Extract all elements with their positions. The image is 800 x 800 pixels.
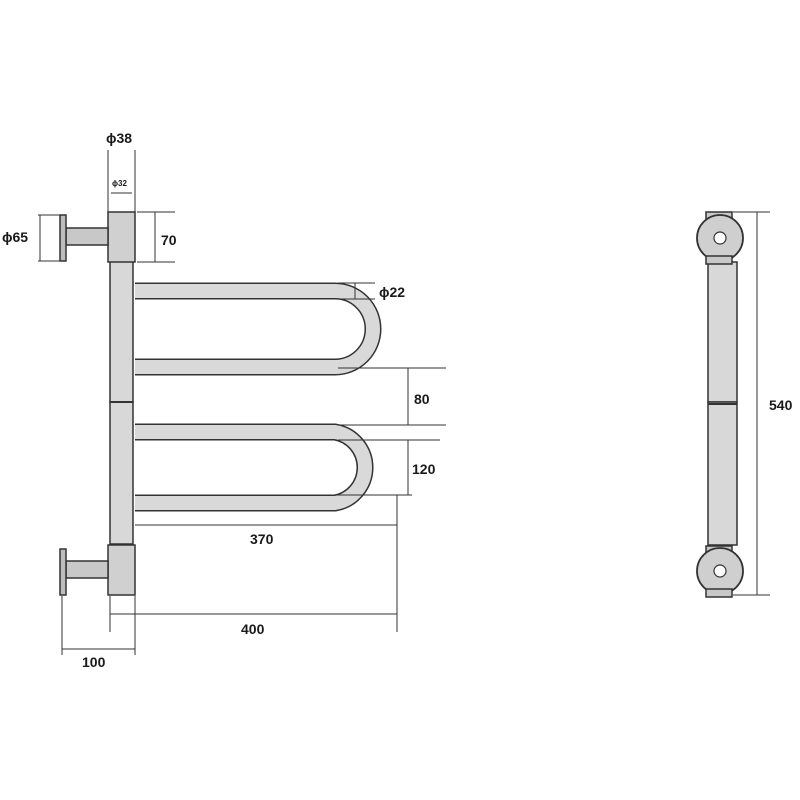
dim-wall-offset [61, 596, 136, 655]
vertical-tube [109, 259, 134, 545]
dim-rail-length [135, 495, 398, 632]
collar-height-label: 70 [161, 232, 177, 248]
dim-rail-diameter [338, 282, 375, 300]
upper-u-rail [135, 282, 382, 376]
dim-rail-gap [338, 367, 446, 426]
dim-overall-width [109, 596, 397, 632]
dim-flange-diameter [38, 214, 62, 262]
rail-gap-label: 80 [414, 391, 430, 407]
overall-width-label: 400 [241, 621, 265, 637]
top-collar [107, 211, 136, 263]
top-wall-bracket [59, 214, 109, 262]
dim-collar-height [137, 211, 175, 263]
tube-outer-diameter-label: ϕ38 [106, 130, 132, 146]
lower-u-rail [135, 423, 374, 512]
side-view-top-flange [696, 211, 744, 265]
flange-diameter-label: ϕ65 [2, 229, 28, 245]
rail-diameter-label: ϕ22 [379, 284, 405, 300]
bottom-wall-bracket [59, 548, 109, 596]
tube-inner-diameter-label: ϕ32 [112, 179, 127, 188]
u-height-label: 120 [412, 461, 436, 477]
overall-height-label: 540 [769, 397, 793, 413]
dim-overall-height [733, 211, 770, 596]
side-view-bottom-flange [696, 545, 744, 598]
rail-length-label: 370 [250, 531, 274, 547]
bottom-collar [107, 544, 136, 596]
side-view-tube [707, 261, 738, 546]
wall-offset-label: 100 [82, 654, 106, 670]
dim-tube-outer-diameter [107, 150, 136, 212]
